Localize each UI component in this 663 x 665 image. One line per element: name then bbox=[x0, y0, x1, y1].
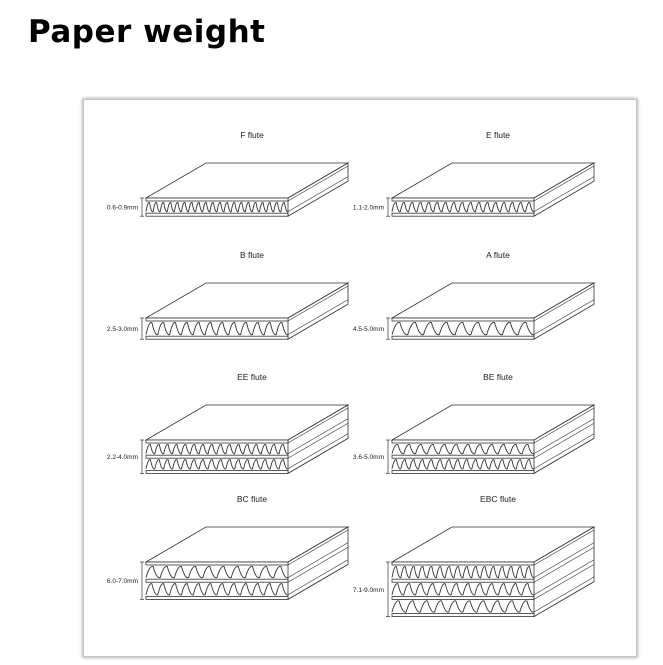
liner-sheet bbox=[391, 578, 535, 583]
thickness-label: 4.5-5.0mm bbox=[353, 326, 384, 333]
board-side-line bbox=[287, 542, 349, 578]
board-side-line bbox=[533, 433, 595, 470]
thickness-label: 2.2-4.0mm bbox=[107, 454, 138, 461]
board-side-line bbox=[287, 285, 349, 322]
liner-sheet bbox=[145, 595, 289, 600]
liner-sheet bbox=[391, 212, 535, 217]
flute-title: E flute bbox=[486, 130, 510, 140]
board-side-line bbox=[287, 438, 349, 474]
board-side-line bbox=[533, 564, 595, 600]
board-side-line bbox=[287, 299, 349, 335]
board-side-line bbox=[533, 559, 595, 596]
board-side-line bbox=[533, 576, 595, 613]
liner-sheet bbox=[145, 335, 289, 340]
flute-wave bbox=[391, 322, 535, 336]
flute-diagram-panel: F flute 0.6-0.9mm E flute 1.1-2.0mm B flute 2… bbox=[84, 100, 636, 656]
flute-title: EBC flute bbox=[480, 494, 516, 504]
thickness-label: 1.1-2.0mm bbox=[353, 205, 384, 212]
board-side-line bbox=[287, 529, 349, 566]
board-side-line bbox=[533, 285, 595, 322]
liner-sheet bbox=[391, 335, 535, 340]
board-side-line bbox=[533, 546, 595, 583]
page-title: Paper weight bbox=[28, 14, 266, 50]
flute-title: EE flute bbox=[237, 372, 267, 382]
liner-sheet bbox=[391, 439, 535, 444]
flute-board-2: E flute 1.1-2.0mm bbox=[353, 130, 596, 217]
board-side-line bbox=[287, 165, 349, 202]
liner-sheet bbox=[391, 454, 535, 459]
board-side-line bbox=[533, 299, 595, 335]
flute-board-6: BE flute 3.6-5.0mm bbox=[353, 372, 596, 475]
flute-board-4: A flute 4.5-5.0mm bbox=[353, 250, 596, 340]
liner-sheet bbox=[145, 561, 289, 566]
flute-wave bbox=[145, 583, 289, 596]
thickness-label: 7.1-9.0mm bbox=[353, 587, 384, 594]
liner-sheet bbox=[391, 561, 535, 566]
flute-wave bbox=[391, 565, 535, 579]
flute-wave bbox=[145, 459, 289, 470]
flute-diagram: F flute 0.6-0.9mm E flute 1.1-2.0mm B flute 2… bbox=[107, 130, 596, 618]
flute-wave bbox=[391, 443, 535, 455]
thickness-label: 6.0-7.0mm bbox=[107, 578, 138, 585]
board-side-line bbox=[287, 303, 349, 340]
liner-sheet bbox=[145, 317, 289, 322]
liner-sheet bbox=[391, 197, 535, 202]
board-side-line bbox=[287, 422, 349, 459]
board-side-line bbox=[287, 418, 349, 454]
liner-sheet bbox=[145, 454, 289, 459]
thickness-label: 3.6-5.0mm bbox=[353, 454, 384, 461]
board-side-line bbox=[287, 433, 349, 470]
flute-wave bbox=[145, 566, 289, 579]
flute-board-7: BC flute 6.0-7.0mm bbox=[107, 494, 350, 601]
flute-title: BE flute bbox=[483, 372, 513, 382]
flute-wave bbox=[145, 443, 289, 455]
liner-sheet bbox=[145, 469, 289, 474]
board-side-line bbox=[533, 303, 595, 340]
board-side-line bbox=[533, 542, 595, 578]
board-side-line bbox=[533, 407, 595, 444]
board-side-line bbox=[533, 438, 595, 474]
board-side-line bbox=[533, 418, 595, 454]
board-side-line bbox=[533, 165, 595, 202]
board-side-line bbox=[287, 564, 349, 600]
thickness-label: 2.5-3.0mm bbox=[107, 326, 138, 333]
flute-wave bbox=[145, 201, 289, 213]
liner-sheet bbox=[145, 578, 289, 583]
board-side-line bbox=[287, 559, 349, 596]
board-side-line bbox=[533, 529, 595, 566]
flute-title: B flute bbox=[240, 250, 264, 260]
flute-title: BC flute bbox=[237, 494, 268, 504]
flute-wave bbox=[391, 583, 535, 596]
flute-wave bbox=[391, 600, 535, 613]
board-side-line bbox=[287, 176, 349, 212]
flute-title: A flute bbox=[486, 250, 510, 260]
board-side-line bbox=[533, 422, 595, 459]
board-side-line bbox=[287, 180, 349, 217]
liner-sheet bbox=[391, 595, 535, 600]
liner-sheet bbox=[391, 317, 535, 322]
board-side-line bbox=[287, 407, 349, 444]
flute-board-3: B flute 2.5-3.0mm bbox=[107, 250, 350, 340]
board-side-line bbox=[287, 546, 349, 583]
liner-sheet bbox=[391, 469, 535, 474]
board-side-line bbox=[533, 180, 595, 217]
flute-title: F flute bbox=[240, 130, 264, 140]
flute-board-1: F flute 0.6-0.9mm bbox=[107, 130, 350, 217]
liner-sheet bbox=[391, 613, 535, 617]
flute-board-5: EE flute 2.2-4.0mm bbox=[107, 372, 350, 475]
flute-wave bbox=[391, 201, 535, 213]
liner-sheet bbox=[145, 439, 289, 444]
liner-sheet bbox=[145, 212, 289, 217]
flute-board-8: EBC flute 7.1-9.0mm bbox=[353, 494, 596, 618]
thickness-label: 0.6-0.9mm bbox=[107, 205, 138, 212]
flute-wave bbox=[391, 459, 535, 470]
board-side-line bbox=[533, 581, 595, 617]
board-side-line bbox=[533, 176, 595, 212]
flute-wave bbox=[145, 322, 289, 336]
liner-sheet bbox=[145, 197, 289, 202]
